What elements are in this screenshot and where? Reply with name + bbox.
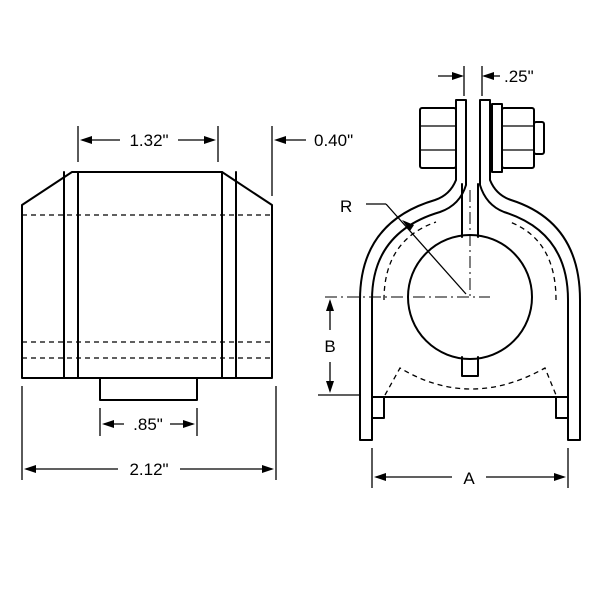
dimension-1-32: 1.32" [77, 126, 219, 162]
side-view-outline [21, 171, 273, 379]
arrowhead [24, 465, 36, 473]
arrowhead [102, 420, 114, 428]
dimension-0-85: .85" [99, 408, 198, 436]
arrowhead [482, 72, 494, 80]
arrowhead [262, 465, 274, 473]
dimension-label-a: A [463, 469, 475, 488]
radius-label: R [340, 197, 352, 216]
clamp-body-outer [359, 99, 467, 441]
arrowhead [204, 136, 216, 144]
bolt-end [533, 121, 545, 155]
right-foot [555, 396, 569, 419]
dimension-label-2-12: 2.12" [129, 460, 168, 479]
arrowhead [326, 381, 334, 393]
dimension-label-0-25: .25" [504, 67, 534, 86]
dimension-b: B [318, 299, 360, 396]
arrowhead [80, 136, 92, 144]
arrowhead [452, 72, 464, 80]
arrowhead [554, 473, 566, 481]
dimension-a: A [371, 448, 569, 488]
arrowhead [374, 473, 386, 481]
arrowhead [326, 299, 334, 311]
dimension-label-0-85: .85" [133, 415, 163, 434]
hidden-liner [509, 221, 557, 301]
arrowhead [402, 220, 414, 231]
dimension-0-25: .25" [438, 66, 534, 96]
left-foot [371, 396, 385, 419]
front-view [325, 99, 581, 441]
radius-leader [385, 203, 467, 295]
bottom-slot [461, 356, 479, 377]
pipe-bore [407, 234, 533, 360]
washer [491, 103, 503, 173]
dimension-label-b: B [324, 337, 335, 356]
dimension-label-0-40: 0.40" [314, 131, 353, 150]
dimension-label-1-32: 1.32" [129, 131, 168, 150]
clamp-body-outer-right [479, 99, 581, 441]
nut [501, 107, 535, 169]
arrowhead [274, 136, 286, 144]
arrowhead [183, 420, 195, 428]
side-view [21, 171, 273, 401]
base-tab [99, 377, 198, 401]
dimension-2-12: 2.12" [21, 386, 277, 480]
top-slot [461, 183, 479, 238]
hidden-saddle [384, 367, 557, 396]
bolt-head [419, 107, 457, 169]
hidden-liner [383, 221, 437, 301]
dimension-0-40: 0.40" [271, 126, 353, 196]
